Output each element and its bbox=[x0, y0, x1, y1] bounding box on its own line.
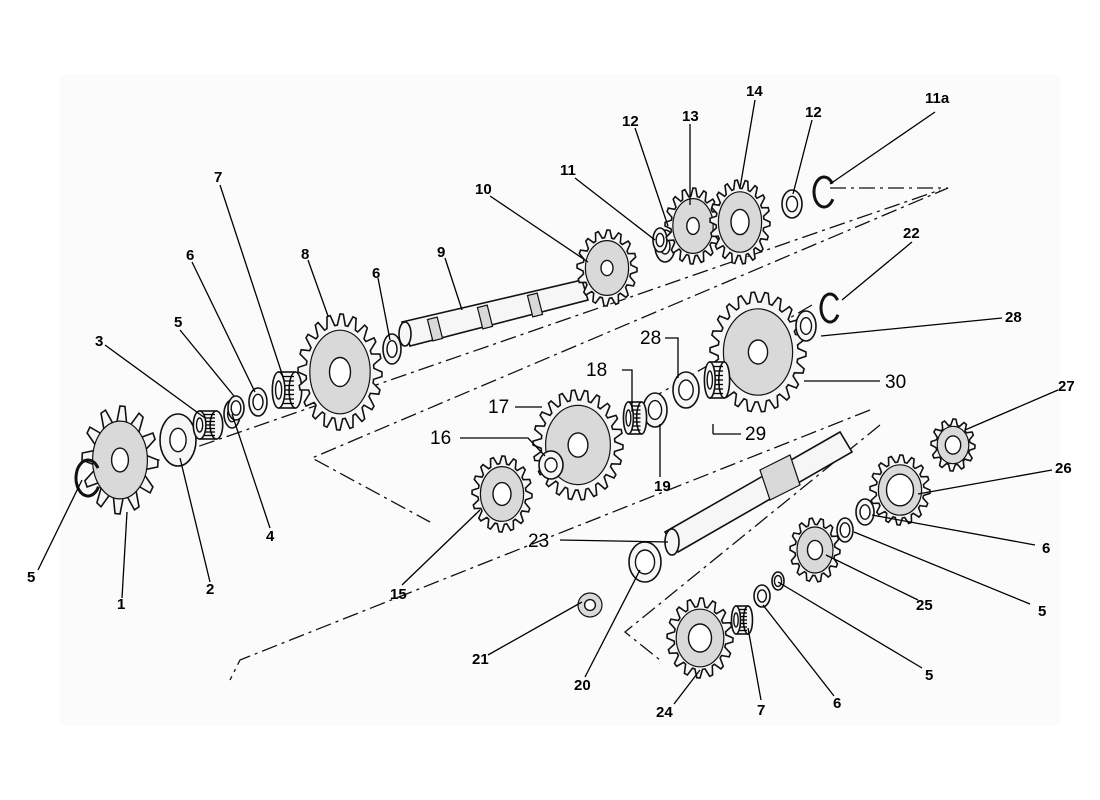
gear-parts bbox=[74, 175, 976, 679]
label-21: 21 bbox=[472, 651, 489, 668]
label-5b: 5 bbox=[174, 314, 182, 331]
label-24: 24 bbox=[656, 704, 673, 721]
label-22: 22 bbox=[903, 225, 920, 242]
circlip-5-left bbox=[74, 458, 100, 498]
gear-8 bbox=[297, 313, 383, 431]
label-10: 10 bbox=[475, 181, 492, 198]
label-4: 4 bbox=[266, 528, 275, 545]
needle-bearing-29 bbox=[703, 361, 731, 399]
label-15: 15 bbox=[390, 586, 407, 603]
label-11: 11 bbox=[560, 162, 576, 179]
countershaft-23 bbox=[663, 430, 854, 556]
washer-5-left bbox=[227, 395, 245, 421]
bearing-2 bbox=[159, 413, 197, 467]
label-18: 18 bbox=[586, 360, 607, 381]
label-19: 19 bbox=[654, 478, 671, 495]
gear-15 bbox=[471, 455, 533, 533]
label-5c: 5 bbox=[1038, 603, 1046, 620]
label-29: 29 bbox=[745, 424, 766, 445]
washer-6-lower bbox=[753, 584, 771, 608]
part-number-labels: 1 2 3 4 5 5 5 5 6 6 6 6 7 7 8 9 10 11 11… bbox=[27, 83, 1075, 721]
label-1: 1 bbox=[117, 596, 125, 613]
nut-21 bbox=[577, 592, 603, 618]
label-5a: 5 bbox=[27, 569, 35, 586]
washer-19 bbox=[642, 392, 668, 428]
spacer-3 bbox=[192, 410, 224, 440]
label-28b: 28 bbox=[640, 328, 661, 349]
sprocket-1 bbox=[81, 405, 159, 515]
gear-30 bbox=[709, 291, 807, 413]
label-12b: 12 bbox=[805, 104, 822, 121]
label-14: 14 bbox=[746, 83, 763, 100]
label-16: 16 bbox=[430, 428, 451, 449]
washer-6-left bbox=[248, 387, 268, 417]
label-11a: 11a bbox=[925, 90, 950, 107]
needle-bearing-7-lower bbox=[730, 605, 754, 635]
gear-10 bbox=[576, 229, 638, 307]
washer-20 bbox=[628, 541, 662, 583]
label-13: 13 bbox=[682, 108, 699, 125]
mainshaft-9 bbox=[398, 279, 590, 347]
label-25: 25 bbox=[916, 597, 933, 614]
gear-26 bbox=[869, 454, 931, 526]
label-7a: 7 bbox=[214, 169, 222, 186]
washer-28-left bbox=[672, 371, 700, 409]
label-5d: 5 bbox=[925, 667, 933, 684]
gear-27 bbox=[930, 418, 976, 472]
gear-25 bbox=[789, 517, 841, 583]
label-26: 26 bbox=[1055, 460, 1072, 477]
label-12a: 12 bbox=[622, 113, 639, 130]
label-6c: 6 bbox=[1042, 540, 1050, 557]
needle-bearing-7 bbox=[271, 371, 303, 409]
label-6b: 6 bbox=[372, 265, 380, 282]
washer-28-right bbox=[795, 310, 817, 342]
washer-6-right bbox=[855, 498, 875, 526]
circlip-11a bbox=[812, 175, 835, 209]
label-27: 27 bbox=[1058, 378, 1075, 395]
label-17: 17 bbox=[488, 397, 509, 418]
washer-16 bbox=[538, 450, 564, 480]
label-30: 30 bbox=[885, 372, 906, 393]
washer-12-a bbox=[652, 227, 668, 253]
label-23: 23 bbox=[528, 531, 549, 552]
label-3: 3 bbox=[95, 333, 103, 350]
needle-bearing-18 bbox=[622, 401, 648, 435]
gear-24 bbox=[666, 597, 734, 679]
label-9: 9 bbox=[437, 244, 445, 261]
washer-12-b bbox=[781, 189, 803, 219]
gear-13 bbox=[664, 187, 722, 265]
label-6d: 6 bbox=[833, 695, 841, 712]
label-28a: 28 bbox=[1005, 309, 1022, 326]
washer-5-right bbox=[836, 517, 854, 543]
leader-lines bbox=[37, 99, 1059, 705]
label-6a: 6 bbox=[186, 247, 194, 264]
gear-14 bbox=[709, 179, 771, 265]
label-7b: 7 bbox=[757, 702, 765, 719]
label-8: 8 bbox=[301, 246, 309, 263]
circlip-22 bbox=[819, 292, 840, 324]
label-20: 20 bbox=[574, 677, 591, 694]
label-2: 2 bbox=[206, 581, 214, 598]
washer-5-lower bbox=[771, 571, 785, 591]
washer-6-mid bbox=[382, 333, 402, 365]
